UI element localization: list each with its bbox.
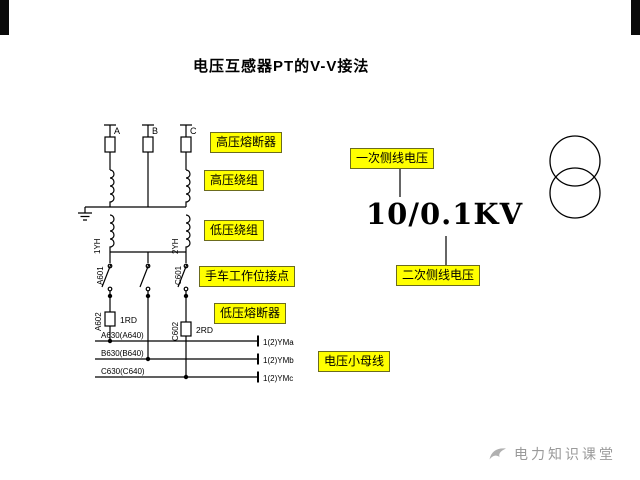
secondary-wires (109, 291, 187, 377)
wire-a601-label: A601 (96, 266, 105, 285)
schematic-labels: A B C 1YH 2YH A601 C601 A602 C602 1RD 2R… (93, 126, 294, 383)
callout-hv-winding: 高压绕组 (204, 170, 265, 191)
leader-lines (399, 167, 447, 265)
pt2-label: 2YH (171, 238, 180, 254)
callout-lv-winding: 低压绕组 (204, 220, 265, 241)
lv-fuse-symbols (104, 311, 192, 337)
voltage-ratio-label: 10/0.1KV (366, 197, 524, 231)
brand-logo-icon (489, 448, 506, 460)
callout-hv-fuse: 高压熔断器 (210, 132, 283, 153)
phase-a-label: A (114, 126, 120, 136)
wire-c602-label: C602 (171, 321, 180, 341)
bus-c-name: C630(C640) (101, 367, 145, 376)
voltage-busbars (95, 335, 259, 383)
transformer-circles-icon (549, 135, 601, 219)
callout-handcart-contact: 手车工作位接点 (199, 266, 296, 287)
primary-winding-symbols (109, 169, 191, 207)
callout-voltage-bus: 电压小母线 (318, 351, 391, 372)
corner-bar-right (631, 0, 640, 35)
phase-b-label: B (152, 126, 158, 136)
handcart-contact-symbols (101, 263, 189, 292)
brand-footer: 电力知识课堂 (487, 443, 616, 465)
callout-secondary-line-voltage: 二次侧线电压 (396, 265, 481, 286)
callout-lv-fuse: 低压熔断器 (214, 303, 287, 324)
bus-b-terminal: 1(2)YMb (263, 356, 294, 365)
hv-fuse-symbols (104, 136, 192, 153)
wire-a602-label: A602 (94, 312, 103, 331)
secondary-winding-symbols (109, 214, 191, 263)
wire-c601-label: C601 (174, 265, 183, 285)
bus-a-terminal: 1(2)YMa (263, 338, 294, 347)
pt1-label: 1YH (93, 238, 102, 254)
ground-symbol (78, 206, 186, 221)
corner-bar-left (0, 0, 9, 35)
phase-c-label: C (190, 126, 197, 136)
phase-lines (104, 124, 192, 207)
fuse-2rd-label: 2RD (196, 325, 213, 335)
bus-c-terminal: 1(2)YMc (263, 374, 293, 383)
fuse-1rd-label: 1RD (120, 315, 137, 325)
junction-dots (107, 293, 189, 380)
bus-a-name: A630(A640) (101, 331, 144, 340)
callout-primary-line-voltage: 一次侧线电压 (350, 148, 435, 169)
page-title: 电压互感器PT的V-V接法 (193, 58, 370, 75)
brand-text: 电力知识课堂 (514, 446, 616, 462)
bus-b-name: B630(B640) (101, 349, 144, 358)
